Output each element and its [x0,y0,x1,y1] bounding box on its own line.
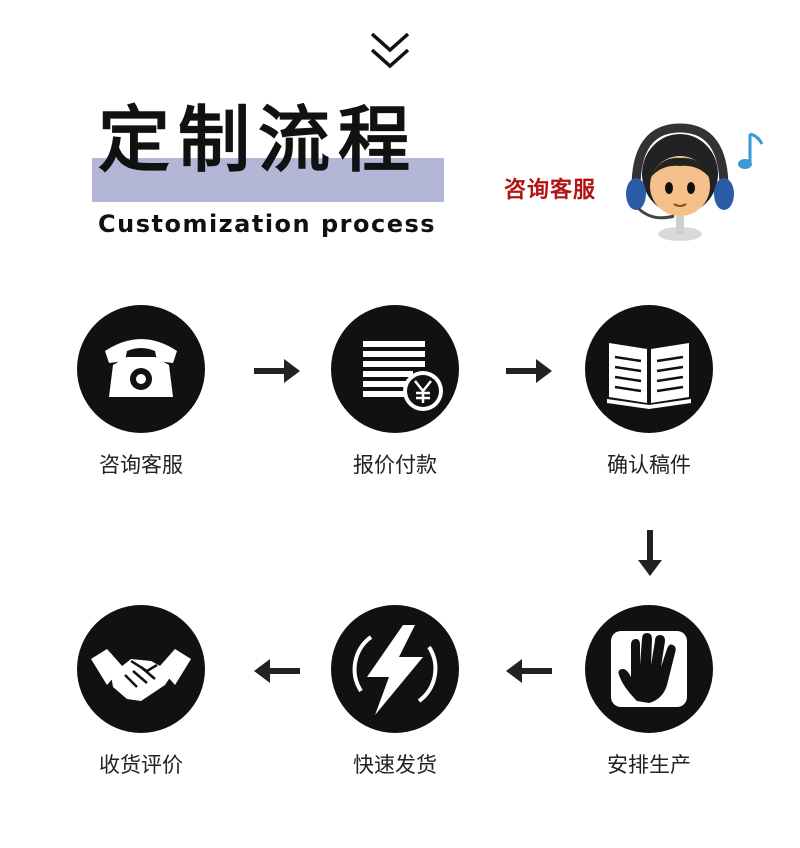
page-title: 定制流程 [98,98,419,182]
handshake-icon [77,605,205,733]
step-6: 收货评价 [66,605,216,779]
step-1: 咨询客服 [66,305,216,479]
lightning-bolt-icon [331,605,459,733]
page-subtitle: Customization process [98,210,437,238]
arrow-right-icon [252,356,302,386]
arrow-down-icon [635,528,665,578]
step-3: 确认稿件 [574,305,724,479]
step-label: 收货评价 [99,753,183,777]
telephone-icon [77,305,205,433]
step-label: 快速发货 [353,753,437,777]
step-label: 报价付款 [353,453,437,477]
customer-service-avatar-icon[interactable] [618,118,768,248]
customer-service-link[interactable]: 咨询客服 [504,177,597,203]
step-label: 安排生产 [607,753,691,777]
step-5: 快速发货 [320,605,470,779]
step-2: 报价付款 [320,305,470,479]
step-4: 安排生产 [574,605,724,779]
step-label: 确认稿件 [607,453,691,477]
arrow-right-icon [504,356,554,386]
arrow-left-icon [504,656,554,686]
title-highlight-bar [92,158,444,202]
hand-icon [585,605,713,733]
arrow-left-icon [252,656,302,686]
open-book-icon [585,305,713,433]
step-label: 咨询客服 [99,453,183,477]
price-list-yen-icon [331,305,459,433]
double-chevron-down-icon [368,28,412,72]
